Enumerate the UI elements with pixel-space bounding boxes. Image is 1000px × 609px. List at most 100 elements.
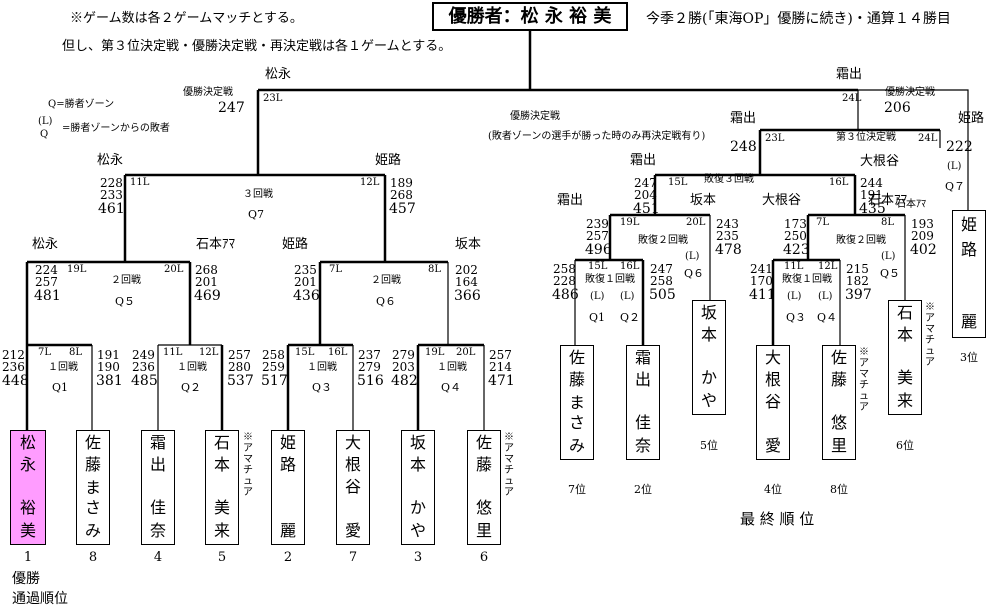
- player-box-2: [76, 430, 110, 545]
- player-box-3: [141, 430, 175, 545]
- final-4-char-3: 谷: [764, 392, 781, 411]
- lr1-b-q-right: Q４: [817, 311, 838, 324]
- r2-b-left-lane: 7L: [329, 264, 343, 275]
- lr2-a-right-name: 坂本: [690, 193, 717, 208]
- r3-right-name: 姫路: [375, 153, 402, 168]
- r1-4-q: Q４: [441, 381, 462, 394]
- r1-3-right-g2: 279: [358, 360, 381, 374]
- final-4-char-4: 愛: [764, 436, 781, 455]
- final-1-char-4: み: [568, 436, 585, 455]
- final-box-7: [952, 210, 986, 338]
- player-4-char-2: 本: [213, 455, 230, 474]
- final-5-char-1: 佐: [830, 348, 847, 367]
- player-4-char-4: 来: [213, 521, 230, 540]
- final-5-char-4: 里: [830, 436, 847, 455]
- r3-left-name: 松永: [97, 153, 124, 168]
- final-5-amateur-note: ※アマチュア: [859, 347, 869, 413]
- final-2-char-4: 奈: [634, 436, 651, 455]
- player-3-char-4: 奈: [149, 521, 166, 540]
- player-1-char-3: 裕: [19, 498, 36, 517]
- player-8-seed: 6: [479, 550, 489, 565]
- lr3-left-g2: 204: [634, 188, 657, 202]
- final-3-char-3: か: [700, 368, 717, 387]
- final-ranking-title: 最 終 順 位: [740, 510, 815, 528]
- r1-2-left-g1: 249: [132, 348, 155, 362]
- lr1-a-left-g1: 258: [553, 262, 576, 276]
- r2-a-left-total: 481: [34, 288, 61, 304]
- lr3-label: 敗復３回戦: [704, 174, 754, 185]
- player-1-seed: 1: [23, 550, 33, 565]
- player-3-char-2: 出: [149, 455, 166, 474]
- third-right-lane: 24L: [918, 133, 938, 144]
- r1-4-left-total: 482: [391, 373, 418, 389]
- r1-2-right-lane: 12L: [199, 347, 219, 358]
- player-1-char-2: 永: [19, 455, 36, 474]
- lr1-b-left-lane: 11L: [784, 261, 804, 272]
- player-8-char-3: 悠: [475, 498, 492, 517]
- lr2-b-left-lane: 7L: [816, 217, 830, 228]
- player-1-char-4: 美: [19, 521, 36, 540]
- r1-1-left-g1: 212: [2, 348, 25, 362]
- r1-2-left-lane: 11L: [163, 347, 183, 358]
- lr2-a-right-g1: 243: [716, 217, 739, 231]
- final-6-rank: 6位: [896, 439, 914, 452]
- player-8-char-1: 佐: [475, 433, 492, 452]
- lr2-b-right-total: 402: [910, 242, 937, 258]
- player-8-char-4: 里: [475, 521, 492, 540]
- lr1-a-label: 敗復１回戦: [585, 274, 635, 285]
- r1-2-right-g1: 257: [228, 348, 251, 362]
- legend-lq: =勝者ゾーンからの敗者: [62, 123, 170, 134]
- player-2-char-2: 藤: [84, 455, 101, 474]
- r1-2-right-g2: 280: [228, 360, 251, 374]
- r2-a-left-lane: 19L: [67, 264, 87, 275]
- r2-b-left-g2: 201: [294, 275, 317, 289]
- lr1-b-right-lane: 12L: [818, 261, 838, 272]
- lr1-b-lq-left: (L): [787, 291, 802, 302]
- r3-left-lane: 11L: [130, 177, 150, 188]
- final-3-char-1: 坂: [700, 303, 717, 322]
- lr1-b-q-left: Q３: [786, 311, 807, 324]
- third-top-score: 248: [730, 139, 757, 155]
- lr2-a-right-g2: 235: [716, 229, 739, 243]
- lr2-a-left-g2: 257: [586, 229, 609, 243]
- player-box-7: [401, 430, 435, 545]
- final-2-char-2: 出: [634, 370, 651, 389]
- r3-right-lane: 12L: [360, 177, 380, 188]
- r2-b-right-g1: 202: [455, 263, 478, 277]
- lr2-a-left-name: 霜出: [557, 193, 584, 208]
- final-6-amateur-note: ※アマチュア: [925, 302, 935, 368]
- r1-3-left-total: 517: [261, 373, 288, 389]
- lr1-b-lq-right: (L): [818, 291, 833, 302]
- final-1-char-1: 佐: [568, 348, 585, 367]
- final-6-char-1: 石: [896, 303, 913, 322]
- r3-left-total: 461: [98, 201, 125, 217]
- champion-banner: 優勝者：松 永 裕 美: [432, 2, 628, 31]
- r3-right-g1: 189: [390, 176, 413, 190]
- lr2-a-right-lane: 20L: [686, 217, 706, 228]
- player-5-char-4: 麗: [279, 521, 296, 540]
- rule-note-games: ※ゲーム数は各２ゲームマッチとする。: [70, 11, 303, 26]
- player-4-char-3: 美: [213, 498, 230, 517]
- player-7-char-4: や: [409, 521, 426, 540]
- lr1-a-q-left: Q1: [589, 311, 606, 324]
- player-2-char-3: まさ: [84, 478, 101, 517]
- lr2-b-right-name: 石本ｱﾏ: [868, 193, 908, 208]
- r1-4-right-total: 471: [488, 373, 515, 389]
- r2-a-right-total: 469: [194, 288, 221, 304]
- r1-3-right-lane: 16L: [328, 347, 348, 358]
- r1-4-left-g2: 203: [392, 360, 415, 374]
- final-left-name: 松永: [265, 67, 292, 82]
- player-6-char-2: 根: [344, 455, 361, 474]
- player-box-6: [336, 430, 370, 545]
- lr2-a-label: 敗復２回戦: [638, 235, 688, 246]
- final-5-rank: 8位: [830, 483, 848, 496]
- lr2-b-right-g2: 209: [911, 229, 934, 243]
- lr3-left-total: 451: [633, 201, 660, 217]
- player-3-char-3: 佳: [149, 498, 166, 517]
- r1-4-left-lane: 19L: [425, 347, 445, 358]
- r1-1-left-total: 448: [2, 373, 29, 389]
- lr2-a-q: Q６: [684, 267, 705, 280]
- player-6-char-1: 大: [344, 433, 361, 452]
- player-5-char-1: 姫: [279, 433, 296, 452]
